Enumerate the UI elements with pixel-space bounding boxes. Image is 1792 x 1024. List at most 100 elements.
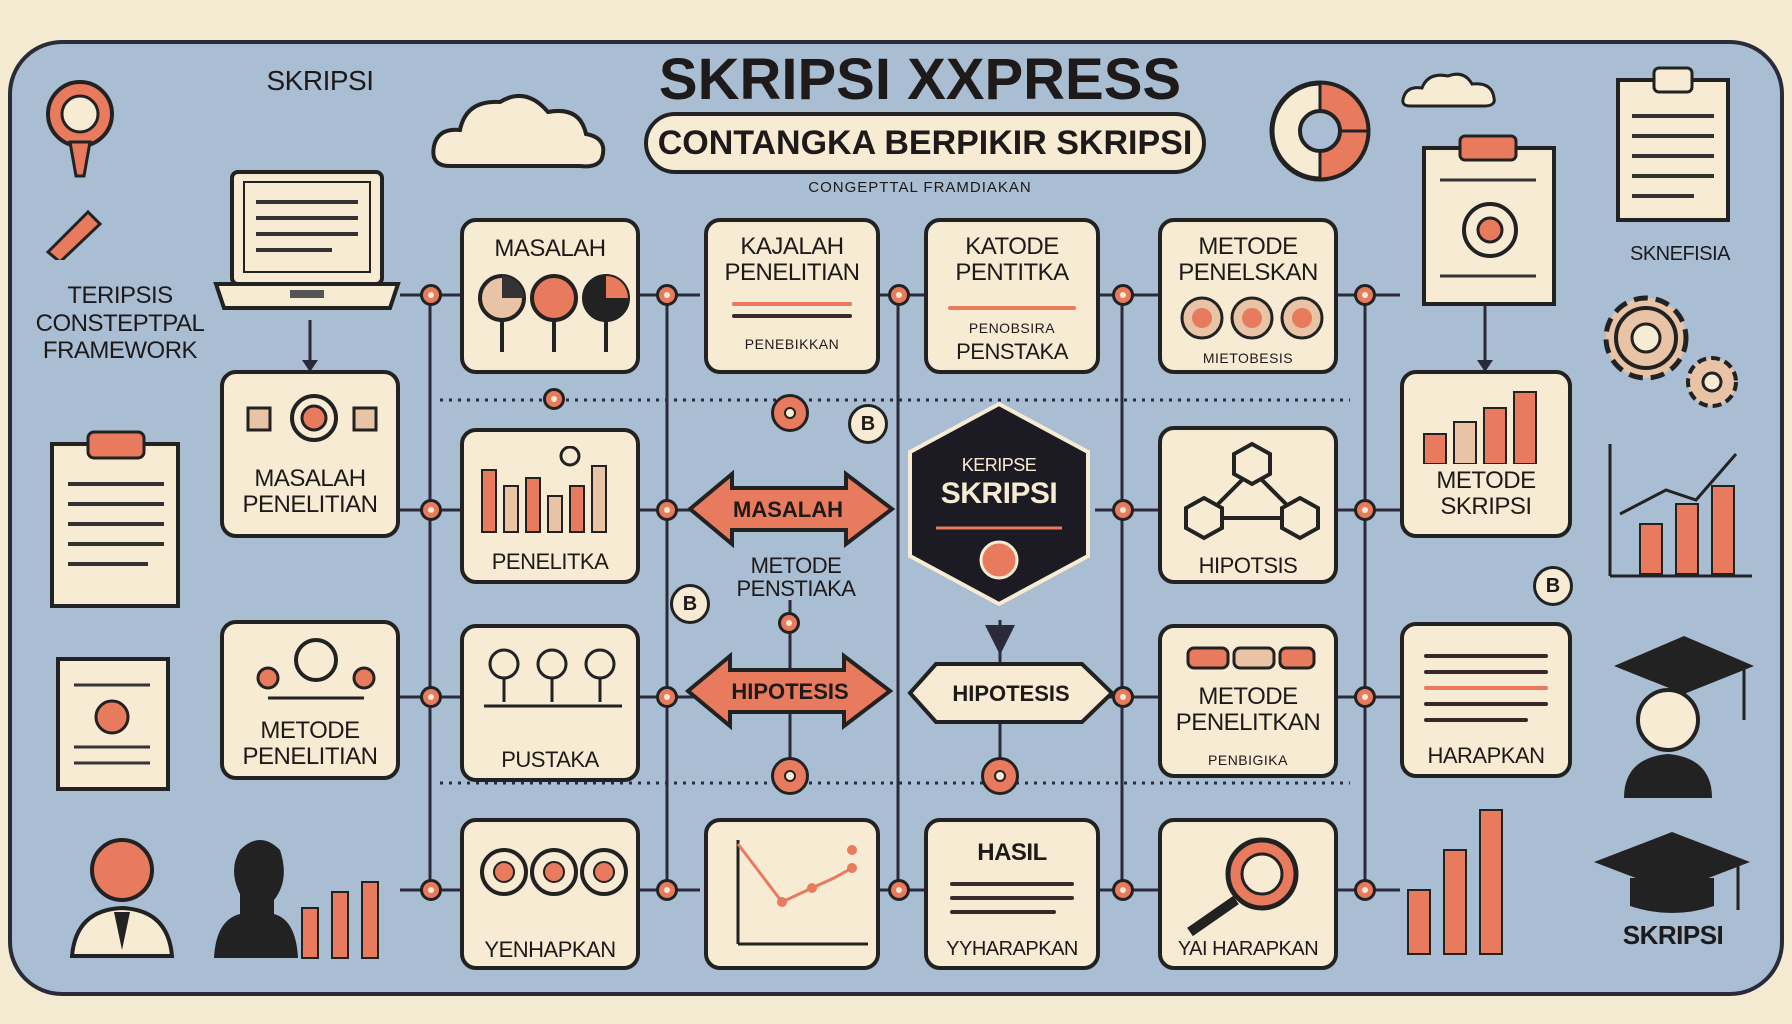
connector-dot (420, 284, 442, 306)
divider (1424, 702, 1548, 706)
card-label: YENHAPKAN (484, 937, 616, 962)
card-yai-harapkan: YAI HARAPKAN (1158, 818, 1338, 970)
hexagon-skripsi (908, 401, 1090, 607)
arrow-hipotesis-left (684, 652, 894, 730)
laptop-icon (213, 170, 401, 310)
card-label: METODE PENELSKAN (1178, 233, 1318, 287)
card-small-label: PENBIGIKA (1208, 752, 1288, 768)
card-line-chart (704, 818, 880, 970)
divider (1424, 654, 1548, 658)
connector-dot (1112, 284, 1134, 306)
card-masalah-penelitian: MASALAH PENELITIAN (220, 370, 400, 538)
card-label: HASIL (977, 839, 1047, 866)
card-hasil: HASIL YYHARAPKAN (924, 818, 1100, 970)
right-bottom-label: SKRIPSI (1622, 920, 1724, 950)
card-label: METODE PENELITIAN (242, 717, 378, 771)
arrow-masalah-label: MASALAH (733, 497, 843, 522)
connector-dot (888, 284, 910, 306)
right-top-label: SKNEFISIA (1630, 243, 1730, 265)
step-badge: B (848, 404, 888, 444)
hexagon-top-label: KERIPSE (961, 455, 1037, 475)
connector-node (771, 757, 809, 795)
connector-dot (420, 686, 442, 708)
connector-dot (888, 879, 910, 901)
connector-dot (656, 284, 678, 306)
caption: CONGEPTTAL FRAMDIAKAN (808, 179, 1032, 196)
connector-dot (1112, 499, 1134, 521)
divider (950, 896, 1074, 900)
divider (1424, 686, 1548, 690)
cloud-icon (1401, 72, 1496, 108)
cloud-icon (431, 93, 606, 169)
divider (1424, 718, 1528, 722)
connector-dot (1354, 879, 1376, 901)
left-top-label: SKRIPSI (266, 65, 374, 96)
bar-chart-icon (1407, 809, 1503, 955)
bar-chart-icon (1423, 391, 1537, 464)
card-small-label: MIETOBESIS (1202, 350, 1294, 366)
magnifier-icon (1187, 837, 1299, 937)
card-label: KATODE PENTITKA (955, 233, 1069, 287)
person-icon (214, 840, 298, 958)
card-label: METODE SKRIPSI (1436, 467, 1536, 521)
connector-dot (656, 879, 678, 901)
connector-dot (778, 612, 800, 634)
card-label: PENELITKA (491, 549, 609, 574)
card-label: PUSTAKA (501, 747, 599, 772)
graduation-cap-icon (1594, 832, 1750, 913)
connector-dot (1112, 879, 1134, 901)
card-label: MASALAH PENELITIAN (242, 465, 378, 519)
bar-chart-icon (301, 881, 379, 959)
subtitle-pill: CONTANGKA BERPIKIR SKRIPSI (644, 112, 1206, 174)
card-label-bottom: PENSTAKA (956, 339, 1068, 364)
connector-dot (1354, 686, 1376, 708)
card-masalah: MASALAH (460, 218, 640, 374)
card-metode-penelskan: METODE PENELSKAN MIETOBESIS (1158, 218, 1338, 374)
divider (1424, 670, 1548, 674)
document-icon (56, 657, 170, 791)
divider (732, 314, 852, 318)
pie-chart-icon (1269, 80, 1371, 182)
card-small-label: PENEBIKKAN (744, 336, 840, 352)
card-kajalah-penelitian: KAJALAH PENELITIAN PENEBIKKAN (704, 218, 880, 374)
arrow-hipotesis-right-label: HIPOTESIS (952, 681, 1070, 706)
network-icon (256, 638, 376, 700)
pencil-icon (45, 209, 103, 260)
key-icon (46, 80, 114, 178)
card-label: KAJALAH PENELITIAN (724, 233, 860, 287)
card-hipotsis: HIPOTSIS (1158, 426, 1338, 584)
card-penelitka: PENELITKA (460, 428, 640, 584)
card-pustaka: PUSTAKA (460, 624, 640, 782)
gauges-icon (478, 274, 630, 352)
connector-dot (656, 499, 678, 521)
clipboard-icon (1422, 134, 1556, 306)
card-label: HIPOTSIS (1198, 553, 1298, 578)
divider (732, 302, 852, 306)
arrow-masalah (686, 470, 896, 548)
line-chart-icon (736, 840, 868, 946)
connector-dot (656, 686, 678, 708)
page-title: SKRIPSI XXPRESS (658, 47, 1182, 112)
step-badge: B (670, 584, 710, 624)
connector-dot (1112, 686, 1134, 708)
card-yenhapkan: YENHAPKAN (460, 818, 640, 970)
divider (950, 910, 1056, 914)
network-icon (1184, 441, 1320, 541)
bar-chart-icon (481, 446, 607, 533)
card-label: METODE PENELITKAN (1175, 683, 1321, 737)
connector-dot (1354, 499, 1376, 521)
framework-label: TERIPSIS CONSTEPTPAL FRAMEWORK (35, 282, 205, 365)
divider (950, 882, 1074, 886)
divider (948, 306, 1076, 310)
card-metode-penelitkan: METODE PENELITKAN PENBIGIKA (1158, 624, 1338, 778)
coins-icon (480, 848, 628, 896)
card-label: HARAPKAN (1427, 743, 1545, 768)
card-small-label: PENOBSIRA (968, 320, 1056, 336)
person-icon (69, 838, 175, 958)
gear-icon (1603, 295, 1738, 408)
card-metode-skripsi: METODE SKRIPSI (1400, 370, 1572, 538)
graduation-cap-icon (1614, 636, 1754, 798)
card-label: YAI HARAPKAN (1177, 938, 1319, 960)
card-metode-penelitian: METODE PENELITIAN (220, 620, 400, 780)
connector-dot (543, 388, 565, 410)
